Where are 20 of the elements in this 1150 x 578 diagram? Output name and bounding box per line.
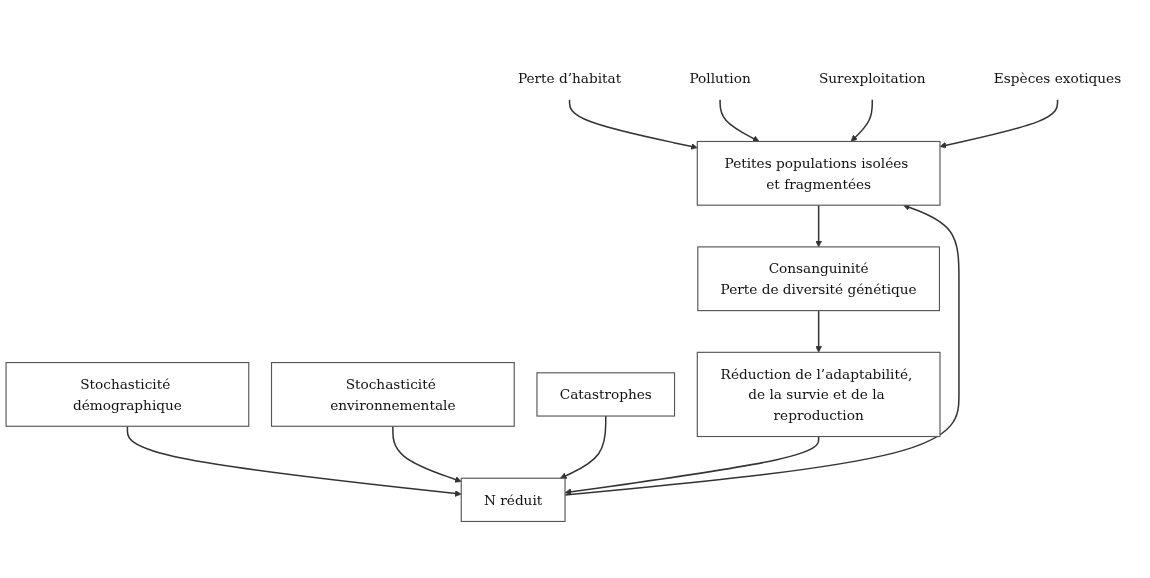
node-box: Consanguinité Perte de diversité génétique bbox=[697, 246, 940, 312]
arrow bbox=[815, 309, 822, 353]
arrow bbox=[126, 425, 462, 497]
node-text: Espèces exotiques bbox=[993, 70, 1122, 87]
arrow bbox=[392, 425, 462, 483]
arrow bbox=[939, 99, 1059, 149]
arrow bbox=[559, 415, 607, 479]
node-box: Petites populations isolées et fragmentées bbox=[696, 140, 941, 206]
node-box: Réduction de l’adaptabilité, de la survie et de la reproduction bbox=[696, 351, 941, 438]
node-box: N réduit bbox=[460, 477, 566, 523]
arrow bbox=[815, 204, 822, 248]
node-box: Stochasticité démographique bbox=[5, 362, 250, 427]
arrow bbox=[850, 99, 874, 142]
arrow bbox=[719, 99, 760, 142]
node-box: Catastrophes bbox=[536, 372, 676, 417]
node-text: Perte d’habitat bbox=[517, 70, 622, 87]
node-box: Stochasticité environnementale bbox=[270, 362, 515, 427]
node-text: Pollution bbox=[689, 70, 751, 87]
arrow bbox=[568, 99, 698, 150]
node-text: Surexploitation bbox=[818, 70, 926, 87]
